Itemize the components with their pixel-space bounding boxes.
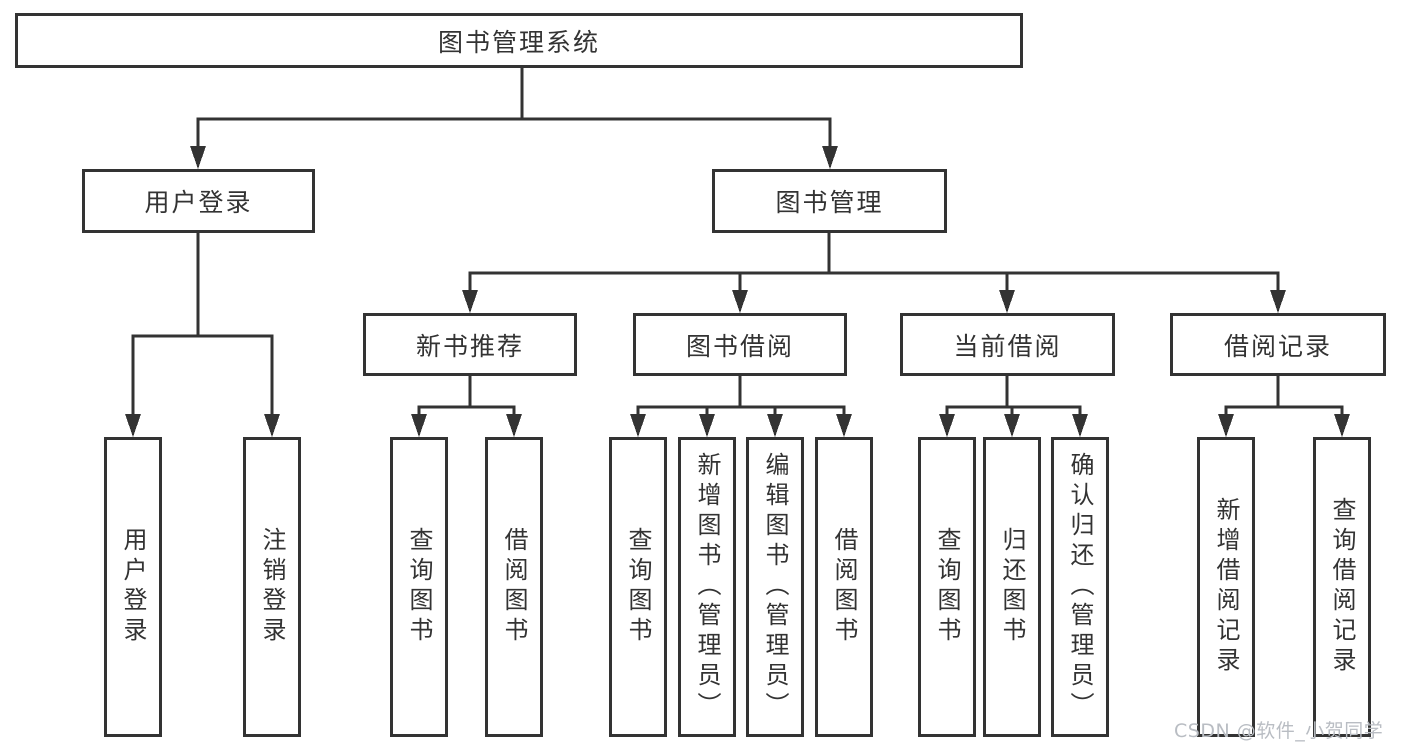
leaf-query-books-current: 查询图书 bbox=[918, 437, 976, 737]
leaf-borrow-books: 借阅图书 bbox=[815, 437, 873, 737]
connector-root-to-level2 bbox=[190, 68, 838, 169]
node-label: 查询图书 bbox=[624, 527, 652, 647]
node-library-management-system: 图书管理系统 bbox=[15, 13, 1023, 68]
connector-book-borrow-children bbox=[630, 376, 852, 437]
node-new-book-recommend: 新书推荐 bbox=[363, 313, 577, 376]
csdn-watermark: CSDN @软件_小贺同学 bbox=[1174, 720, 1384, 742]
node-label: 确认归还（管理员） bbox=[1066, 452, 1094, 722]
node-label: 查询图书 bbox=[405, 527, 433, 647]
leaf-query-books-borrow: 查询图书 bbox=[609, 437, 667, 737]
leaf-add-books-admin: 新增图书（管理员） bbox=[678, 437, 736, 737]
node-borrowing-records: 借阅记录 bbox=[1170, 313, 1386, 376]
leaf-return-books: 归还图书 bbox=[983, 437, 1041, 737]
node-user-login: 用户登录 bbox=[82, 169, 315, 233]
leaf-confirm-return-admin: 确认归还（管理员） bbox=[1051, 437, 1109, 737]
node-label: 用户登录 bbox=[119, 527, 147, 647]
connector-current-borrow-children bbox=[939, 376, 1088, 437]
node-label: 借阅图书 bbox=[500, 527, 528, 647]
node-label: 注销登录 bbox=[258, 527, 286, 647]
connector-new-book-children bbox=[411, 376, 522, 437]
connector-book-mgmt-children bbox=[462, 233, 1286, 313]
node-label: 借阅记录 bbox=[1223, 331, 1332, 361]
node-label: 图书借阅 bbox=[685, 331, 794, 361]
leaf-edit-books-admin: 编辑图书（管理员） bbox=[746, 437, 804, 737]
node-label: 新增图书（管理员） bbox=[693, 452, 721, 722]
node-label: 用户登录 bbox=[144, 188, 253, 217]
node-label: 新增借阅记录 bbox=[1212, 497, 1240, 677]
leaf-borrow-books-recommend: 借阅图书 bbox=[485, 437, 543, 737]
leaf-query-books-recommend: 查询图书 bbox=[390, 437, 448, 737]
node-book-borrowing: 图书借阅 bbox=[633, 313, 847, 376]
connector-borrow-record-children bbox=[1218, 376, 1350, 437]
node-current-borrowing: 当前借阅 bbox=[900, 313, 1115, 376]
node-label: 查询借阅记录 bbox=[1328, 497, 1356, 677]
node-label: 当前借阅 bbox=[953, 331, 1062, 361]
leaf-logout: 注销登录 bbox=[243, 437, 301, 737]
connector-user-login-children bbox=[125, 233, 280, 437]
node-book-management: 图书管理 bbox=[712, 169, 947, 233]
node-label: 编辑图书（管理员） bbox=[761, 452, 789, 722]
node-label: 查询图书 bbox=[933, 527, 961, 647]
node-label: 图书管理系统 bbox=[437, 27, 600, 57]
node-label: 借阅图书 bbox=[830, 527, 858, 647]
node-label: 新书推荐 bbox=[415, 331, 524, 361]
leaf-user-login: 用户登录 bbox=[104, 437, 162, 737]
leaf-query-borrow-record: 查询借阅记录 bbox=[1313, 437, 1371, 737]
node-label: 图书管理 bbox=[775, 188, 884, 217]
node-label: 归还图书 bbox=[998, 527, 1026, 647]
leaf-add-borrow-record: 新增借阅记录 bbox=[1197, 437, 1255, 737]
